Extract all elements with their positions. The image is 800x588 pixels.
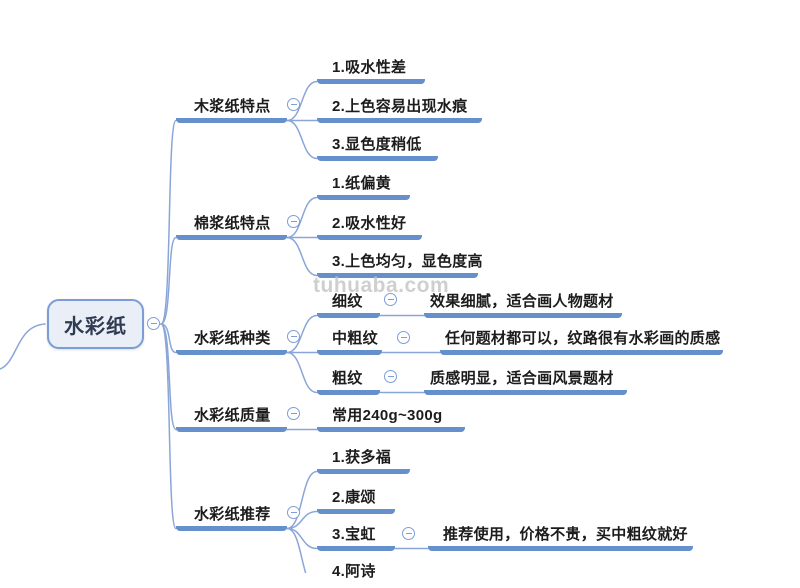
topic-baohong-note[interactable]: 推荐使用，价格不贵，买中粗纹就好 xyxy=(428,524,693,551)
topic-rough-grain[interactable]: 粗纹 xyxy=(317,368,380,395)
topic-fine-grain[interactable]: 细纹 xyxy=(317,291,380,318)
connector xyxy=(286,236,318,277)
topic-arches[interactable]: 4.阿诗 xyxy=(332,563,376,580)
connector xyxy=(286,351,318,394)
collapse-icon[interactable] xyxy=(397,331,410,344)
connector-parent-link xyxy=(0,323,46,370)
topic-root[interactable]: 水彩纸 xyxy=(47,299,144,349)
topic-paper-yellow[interactable]: 1.纸偏黄 xyxy=(317,173,410,200)
topic-paper-types[interactable]: 水彩纸种类 xyxy=(176,328,287,355)
collapse-icon[interactable] xyxy=(147,317,160,330)
connector xyxy=(286,80,318,122)
connector xyxy=(286,527,318,550)
topic-waterford[interactable]: 1.获多福 xyxy=(317,447,410,474)
collapse-icon[interactable] xyxy=(402,527,415,540)
connector xyxy=(286,470,318,530)
watermark: tuhuaba.com xyxy=(313,274,450,297)
topic-mid-grain-note[interactable]: 任何题材都可以，纹路很有水彩画的质感 xyxy=(440,328,723,355)
topic-color-low[interactable]: 3.显色度稍低 xyxy=(317,134,438,161)
connector xyxy=(286,527,307,573)
connector xyxy=(286,119,318,160)
topic-paper-recommend[interactable]: 水彩纸推荐 xyxy=(176,504,287,531)
collapse-icon[interactable] xyxy=(384,293,397,306)
collapse-icon[interactable] xyxy=(287,215,300,228)
topic-color-high[interactable]: 3.上色均匀，显色度高 xyxy=(317,251,483,278)
connector xyxy=(286,510,318,530)
topic-cotton-pulp-features[interactable]: 棉浆纸特点 xyxy=(176,213,287,240)
collapse-icon[interactable] xyxy=(384,370,397,383)
connector xyxy=(160,323,177,431)
topic-absorb-good[interactable]: 2.吸水性好 xyxy=(317,213,422,240)
collapse-icon[interactable] xyxy=(287,407,300,420)
collapse-icon[interactable] xyxy=(287,330,300,343)
topic-mid-grain[interactable]: 中粗纹 xyxy=(317,328,382,355)
topic-water-marks[interactable]: 2.上色容易出现水痕 xyxy=(317,96,482,123)
topic-wood-pulp-features[interactable]: 木浆纸特点 xyxy=(176,96,287,123)
topic-canson[interactable]: 2.康颂 xyxy=(317,487,395,514)
connector xyxy=(160,323,177,530)
topic-baohong[interactable]: 3.宝虹 xyxy=(317,524,395,551)
connector xyxy=(160,236,177,325)
topic-fine-grain-note[interactable]: 效果细腻，适合画人物题材 xyxy=(424,291,622,318)
connector xyxy=(286,314,318,354)
topic-weight-range[interactable]: 常用240g~300g xyxy=(317,405,465,432)
topic-paper-weight[interactable]: 水彩纸质量 xyxy=(176,405,287,432)
connector-canvas xyxy=(0,80,441,573)
topic-absorb-poor[interactable]: 1.吸水性差 xyxy=(317,57,425,84)
connector xyxy=(286,196,318,239)
collapse-icon[interactable] xyxy=(287,98,300,111)
collapse-icon[interactable] xyxy=(287,506,300,519)
topic-rough-grain-note[interactable]: 质感明显，适合画风景题材 xyxy=(424,368,627,395)
connector xyxy=(160,119,177,325)
